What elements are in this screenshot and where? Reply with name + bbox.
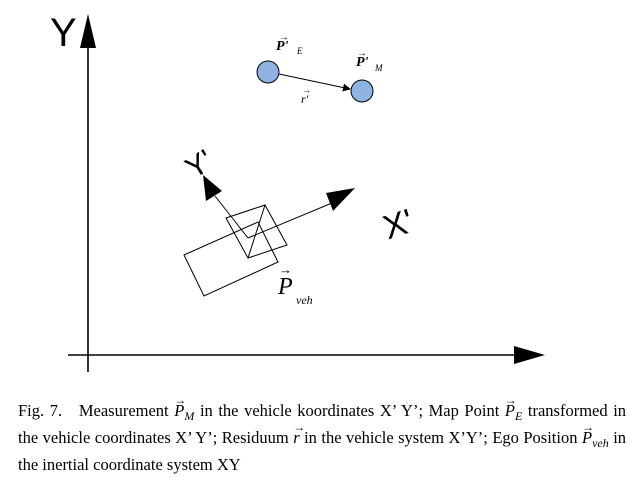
vehicle-y-arrowhead [203,175,222,201]
vehicle-x-label: X' [379,202,418,247]
caption-pveh: P [582,416,592,449]
caption-text-5: in the inertial coordinate system XY [18,428,627,474]
caption-r: r [293,416,300,449]
caption-text-2: in the vehicle koordinates X’ Y’; Map Po… [199,401,500,420]
figure-caption: Fig. 7. Measurement PM in the vehicle ko… [18,389,627,476]
veh-vec-arrow: → [279,262,292,277]
x-axis-arrowhead [514,346,545,364]
point-m [350,79,374,103]
y-axis-label: Y [50,11,77,55]
vehicle-y-axis [214,195,249,239]
caption-pm-sub: M [184,409,195,423]
veh-label: P [277,274,293,300]
caption-fig-label: Fig. 7. [18,401,63,420]
point-e-vec-arrow: → [279,32,289,43]
veh-sub: veh [296,293,313,307]
residual-label: r' [301,92,309,106]
caption-pe-sub: E [514,409,523,423]
point-e [256,60,280,84]
vehicle-inner-box [225,204,288,259]
vehicle-body [183,221,279,297]
caption-pm: P [174,389,184,422]
y-axis-arrowhead [80,14,96,48]
vehicle-x-arrowhead [326,188,355,211]
point-m-vec-arrow: → [357,48,367,59]
caption-pe: P [505,389,515,422]
point-m-sub: M [374,63,383,73]
caption-text-1: Measurement [78,401,169,420]
point-m-label: P' [356,55,369,70]
point-e-label: P' [276,39,289,54]
coordinate-diagram: Y P' E → P' M → r' → Y' X' P veh → [50,11,545,372]
caption-text-3: transformed in the vehicle coordinates X… [18,401,627,447]
point-e-sub: E [296,46,303,56]
vehicle-y-label: Y' [180,144,219,186]
residual-vec-arrow: → [302,85,311,95]
caption-text-4: in the vehicle system X’Y’; Ego Position [304,428,578,447]
residual-arrow [278,73,351,92]
vehicle-inner-diagonal [247,204,266,259]
vehicle-x-axis [247,202,333,239]
caption-pveh-sub: veh [592,436,609,450]
